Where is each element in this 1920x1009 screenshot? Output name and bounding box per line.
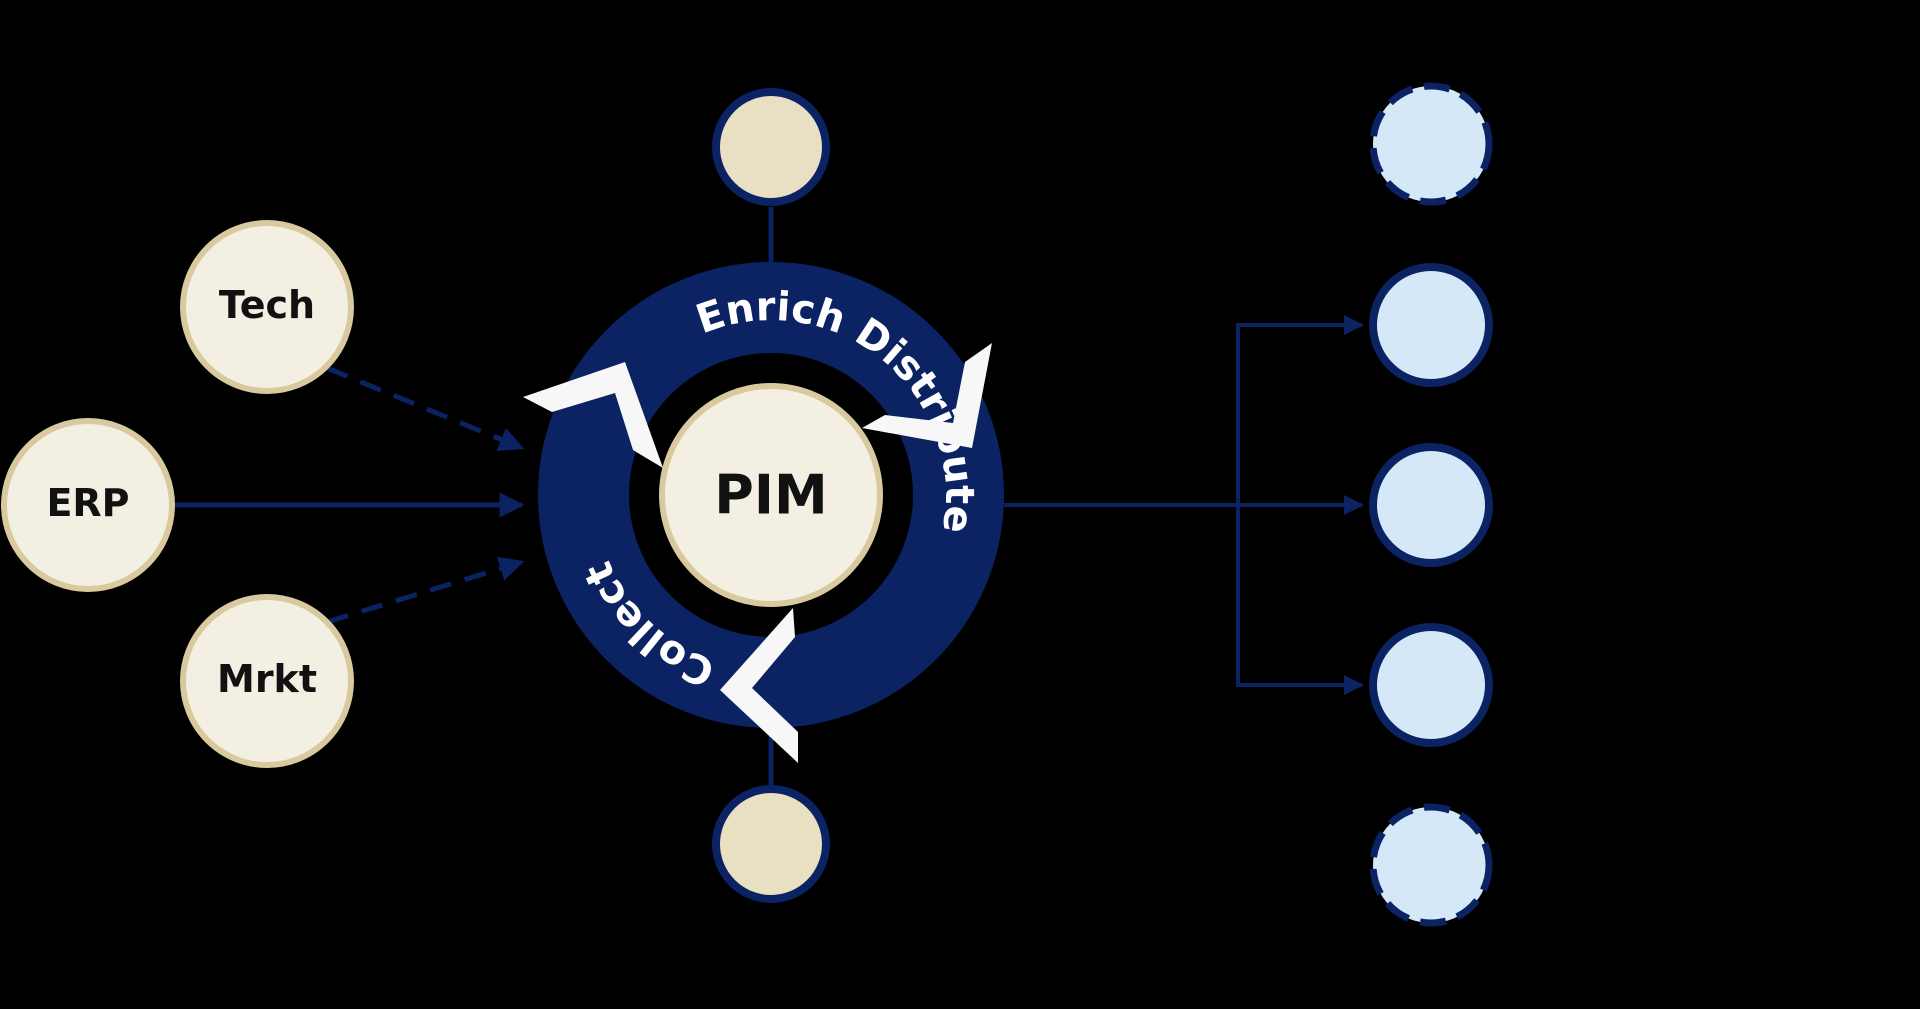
pim-label: PIM <box>714 464 827 527</box>
chevron-arrow-collect-to-enrich <box>523 362 663 468</box>
channel-1[interactable] <box>1369 82 1493 206</box>
source-tech-label: Tech <box>219 283 315 327</box>
satellite-bottom[interactable] <box>712 785 830 903</box>
source-mrkt[interactable]: Mrkt <box>180 594 354 768</box>
source-erp[interactable]: ERP <box>1 418 175 592</box>
satellite-top[interactable] <box>712 88 830 206</box>
source-erp-label: ERP <box>46 481 129 525</box>
pim-circle[interactable] <box>659 383 883 607</box>
source-mrkt-label: Mrkt <box>217 657 317 701</box>
channel-2[interactable] <box>1369 263 1493 387</box>
source-connectors <box>175 365 525 625</box>
source-erp-circle[interactable] <box>1 418 175 592</box>
source-tech[interactable]: Tech <box>180 220 354 394</box>
cycle-ring <box>538 262 1004 728</box>
source-tech-circle[interactable] <box>180 220 354 394</box>
channel-3[interactable] <box>1369 443 1493 567</box>
chevron-arrow-enrich-to-distribute <box>862 343 992 448</box>
channel-5[interactable] <box>1369 803 1493 927</box>
chevron-arrow-distribute-to-collect <box>720 608 798 763</box>
source-mrkt-circle[interactable] <box>180 594 354 768</box>
pim-node[interactable]: PIM <box>659 383 883 607</box>
distribution-bus <box>1004 315 1364 695</box>
channel-4[interactable] <box>1369 623 1493 747</box>
